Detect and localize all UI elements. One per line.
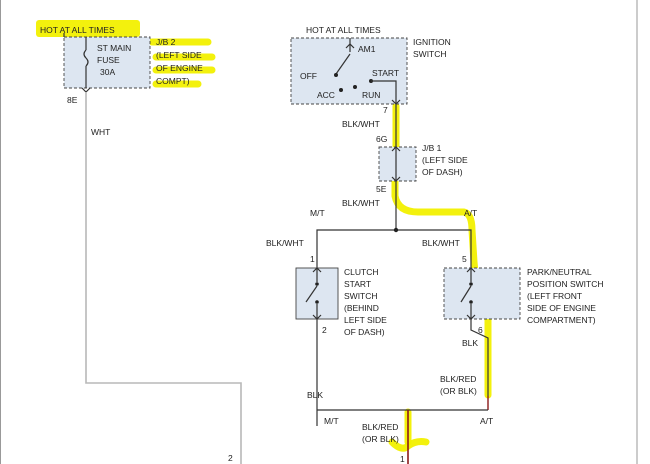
fuse-name-line2: FUSE bbox=[97, 55, 120, 65]
clutch-label-line1: CLUTCH bbox=[344, 267, 378, 277]
jb1-label-line2: (LEFT SIDE bbox=[422, 155, 468, 165]
clutch-start-switch-block: BLK/WHT 1 CLUTCH START SWITCH (BEHIND LE… bbox=[266, 238, 387, 410]
jb1-pin-5e: 5E bbox=[376, 184, 387, 194]
pn-label-line1: PARK/NEUTRAL bbox=[527, 267, 592, 277]
fuse-connector-chevron-icon bbox=[81, 87, 91, 93]
pn-out-wire2-line2: (OR BLK) bbox=[440, 386, 477, 396]
acc-label: ACC bbox=[317, 90, 335, 100]
clutch-label-line3: SWITCH bbox=[344, 291, 378, 301]
park-neutral-switch-block: BLK/WHT 5 PARK/NEUTRAL POSITION SWITCH (… bbox=[422, 238, 604, 410]
clutch-label-line5: LEFT SIDE bbox=[344, 315, 387, 325]
highlight-hot-at-all-times bbox=[36, 20, 140, 37]
ignition-pin-7: 7 bbox=[383, 105, 388, 115]
run-label: RUN bbox=[362, 90, 380, 100]
pn-output-wire bbox=[470, 319, 489, 396]
clutch-label-line6: OF DASH) bbox=[344, 327, 385, 337]
wht-wire bbox=[85, 92, 242, 464]
pn-label-line4: SIDE OF ENGINE bbox=[527, 303, 596, 313]
fuse-rating: 30A bbox=[100, 67, 115, 77]
clutch-contact-arm bbox=[305, 285, 318, 303]
pn-contact-bottom bbox=[469, 300, 473, 304]
ignition-switch-block: HOT AT ALL TIMES IGNITION SWITCH AM1 OFF… bbox=[290, 25, 451, 129]
clutch-pin-1: 1 bbox=[310, 254, 315, 264]
jb2-label-line3: OF ENGINE bbox=[156, 63, 203, 73]
jb2-label-line4: COMPT) bbox=[156, 76, 190, 86]
jb1-label-line1: J/B 1 bbox=[422, 143, 442, 153]
jb2-label-line1: J/B 2 bbox=[156, 37, 176, 47]
pn-pin-5: 5 bbox=[462, 254, 467, 264]
branch-lines: M/T A/T bbox=[310, 181, 477, 262]
merge-mt-label: M/T bbox=[324, 416, 339, 426]
merge-at-label: A/T bbox=[480, 416, 493, 426]
ignition-name-line2: SWITCH bbox=[413, 49, 447, 59]
wht-wire-pin-2: 2 bbox=[228, 453, 233, 463]
jb1-pin-6g: 6G bbox=[376, 134, 387, 144]
run-contact bbox=[353, 85, 357, 89]
clutch-pin-2: 2 bbox=[322, 325, 327, 335]
pn-label-line3: (LEFT FRONT bbox=[527, 291, 582, 301]
pn-pin-6: 6 bbox=[478, 325, 483, 335]
jb2-label-line2: (LEFT SIDE bbox=[156, 50, 202, 60]
pn-out-wire-label: BLK bbox=[462, 338, 478, 348]
ignition-contact-arm bbox=[335, 53, 351, 75]
clutch-label-line4: (BEHIND bbox=[344, 303, 379, 313]
am1-label: AM1 bbox=[358, 44, 376, 54]
pn-out-wire2-line1: BLK/RED bbox=[440, 374, 476, 384]
ignition-supply-label: HOT AT ALL TIMES bbox=[306, 25, 381, 35]
fuse-element-icon bbox=[83, 49, 89, 67]
clutch-label-line2: START bbox=[344, 279, 371, 289]
off-contact bbox=[334, 73, 338, 77]
pn-switch-box bbox=[443, 267, 521, 320]
fuse-pin-8e: 8E bbox=[67, 95, 78, 105]
st-main-fuse-block: HOT AT ALL TIMES ST MAIN FUSE 30A J/B 2 … bbox=[40, 25, 242, 464]
merge-wire-line1: BLK/RED bbox=[362, 422, 398, 432]
off-label: OFF bbox=[300, 71, 317, 81]
merge-wire-line2: (OR BLK) bbox=[362, 434, 399, 444]
branch-mt-label: M/T bbox=[310, 208, 325, 218]
pn-contact-arm bbox=[460, 285, 472, 303]
jb2-box bbox=[63, 36, 151, 89]
pn-contact-top bbox=[469, 282, 473, 286]
jb1-box bbox=[378, 146, 417, 182]
jb1-block: 6G J/B 1 (LEFT SIDE OF DASH) 5E BLK/WHT bbox=[342, 104, 468, 208]
ignition-switch-box bbox=[290, 37, 408, 105]
highlight-jb2-label bbox=[148, 38, 216, 88]
ignition-wire-label: BLK/WHT bbox=[342, 119, 380, 129]
merge-block: M/T A/T BLK/RED (OR BLK) 1 bbox=[316, 409, 493, 464]
clutch-contact-top bbox=[315, 282, 319, 286]
pn-in-wire-label: BLK/WHT bbox=[422, 238, 460, 248]
jb1-label-line3: OF DASH) bbox=[422, 167, 463, 177]
pn-label-line2: POSITION SWITCH bbox=[527, 279, 604, 289]
start-terminal-wire bbox=[371, 80, 397, 104]
jb1-out-wire-label: BLK/WHT bbox=[342, 198, 380, 208]
branch-junction-dot bbox=[393, 227, 399, 233]
acc-contact bbox=[339, 88, 343, 92]
fuse-supply-label: HOT AT ALL TIMES bbox=[40, 25, 115, 35]
fuse-name-line1: ST MAIN bbox=[97, 43, 131, 53]
wht-wire-label: WHT bbox=[91, 127, 110, 137]
pn-label-line5: COMPARTMENT) bbox=[527, 315, 596, 325]
ignition-name-line1: IGNITION bbox=[413, 37, 451, 47]
am1-arrow-icon bbox=[345, 43, 355, 49]
start-label: START bbox=[372, 68, 399, 78]
merge-pin-1: 1 bbox=[400, 454, 405, 464]
branch-at-label: A/T bbox=[464, 208, 477, 218]
clutch-contact-bottom bbox=[315, 300, 319, 304]
clutch-out-wire-label: BLK bbox=[307, 390, 323, 400]
clutch-in-wire-label: BLK/WHT bbox=[266, 238, 304, 248]
